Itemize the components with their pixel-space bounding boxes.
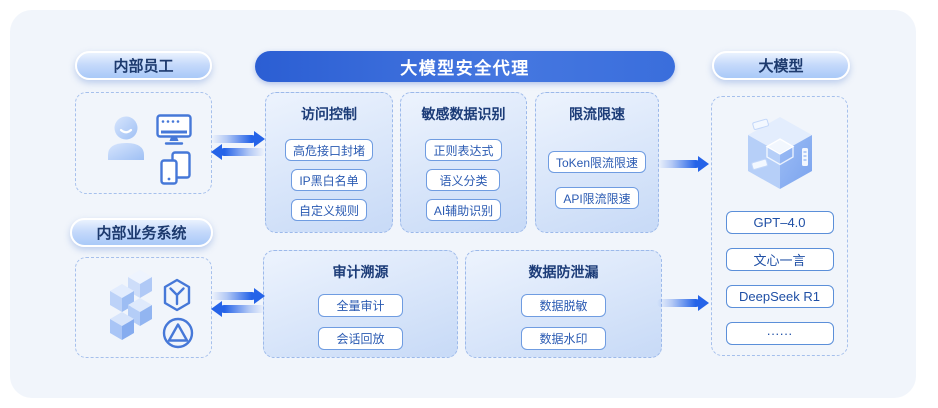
feature-chip: 会话回放 bbox=[318, 327, 403, 350]
feature-chip: IP黑白名单 bbox=[291, 169, 367, 191]
arrow-dlp-to-models-icon bbox=[657, 295, 709, 311]
monitor-icon bbox=[156, 114, 192, 145]
feature-chip: API限流限速 bbox=[555, 187, 639, 209]
model-button-list: GPT–4.0 文心一言 DeepSeek R1 ······ bbox=[725, 211, 834, 345]
proxy-banner: 大模型安全代理 bbox=[255, 51, 675, 82]
hexagon-y-icon bbox=[163, 278, 191, 312]
feature-chip: 语义分类 bbox=[426, 169, 501, 191]
module-title: 访问控制 bbox=[301, 106, 357, 122]
module-title: 限流限速 bbox=[569, 106, 625, 122]
module-title: 敏感数据识别 bbox=[421, 106, 506, 122]
arrow-employees-to-proxy-icon bbox=[211, 131, 265, 147]
module-sensitive-data: 敏感数据识别 正则表达式 语义分类 AI辅助识别 bbox=[400, 92, 527, 233]
module-rate-limit: 限流限速 ToKen限流限速 API限流限速 bbox=[535, 92, 659, 233]
models-content: GPT–4.0 文心一言 DeepSeek R1 ······ bbox=[712, 97, 847, 355]
cube-2 bbox=[110, 284, 134, 312]
module-title: 数据防泄漏 bbox=[528, 264, 599, 280]
circle-triangle-icon bbox=[162, 317, 194, 349]
business-box bbox=[75, 257, 212, 358]
module-audit-trace: 审计溯源 全量审计 会话回放 bbox=[263, 250, 458, 358]
module-access-control: 访问控制 高危接口封堵 IP黑白名单 自定义规则 bbox=[265, 92, 393, 233]
model-item: GPT–4.0 bbox=[725, 211, 834, 234]
cubes-icon bbox=[110, 270, 152, 340]
arrow-proxy-to-business-icon bbox=[211, 301, 265, 317]
employees-box bbox=[75, 92, 212, 194]
feature-chip: 高危接口封堵 bbox=[284, 139, 373, 161]
model-item: 文心一言 bbox=[725, 248, 834, 271]
model-item: DeepSeek R1 bbox=[725, 285, 834, 308]
module-chip-list: 全量审计 会话回放 bbox=[318, 294, 403, 350]
feature-chip: ToKen限流限速 bbox=[547, 151, 647, 173]
devices-icon bbox=[160, 151, 191, 185]
model-item: ······ bbox=[725, 322, 834, 345]
feature-chip: 数据水印 bbox=[521, 327, 606, 350]
user-icon bbox=[108, 116, 144, 160]
feature-chip: 自定义规则 bbox=[290, 199, 367, 221]
models-box: GPT–4.0 文心一言 DeepSeek R1 ······ bbox=[711, 96, 848, 356]
arrow-ratelimit-to-models-icon bbox=[657, 156, 709, 172]
feature-chip: 数据脱敏 bbox=[521, 294, 606, 317]
module-chip-list: 数据脱敏 数据水印 bbox=[521, 294, 606, 350]
actor-tag-employees: 内部员工 bbox=[75, 51, 212, 80]
feature-chip: 正则表达式 bbox=[425, 139, 502, 161]
arrow-business-to-proxy-icon bbox=[211, 288, 265, 304]
module-title: 审计溯源 bbox=[332, 264, 389, 280]
model-cube-icon bbox=[747, 117, 812, 189]
cube-4 bbox=[110, 312, 134, 340]
module-chip-list: 高危接口封堵 IP黑白名单 自定义规则 bbox=[284, 139, 373, 221]
module-chip-list: 正则表达式 语义分类 AI辅助识别 bbox=[425, 139, 502, 221]
module-dlp: 数据防泄漏 数据脱敏 数据水印 bbox=[465, 250, 662, 358]
feature-chip: AI辅助识别 bbox=[425, 199, 502, 221]
arrow-proxy-to-employees-icon bbox=[211, 144, 265, 160]
actor-tag-business: 内部业务系统 bbox=[70, 218, 213, 247]
module-chip-list: ToKen限流限速 API限流限速 bbox=[547, 151, 647, 209]
models-tag: 大模型 bbox=[712, 51, 850, 80]
feature-chip: 全量审计 bbox=[318, 294, 403, 317]
